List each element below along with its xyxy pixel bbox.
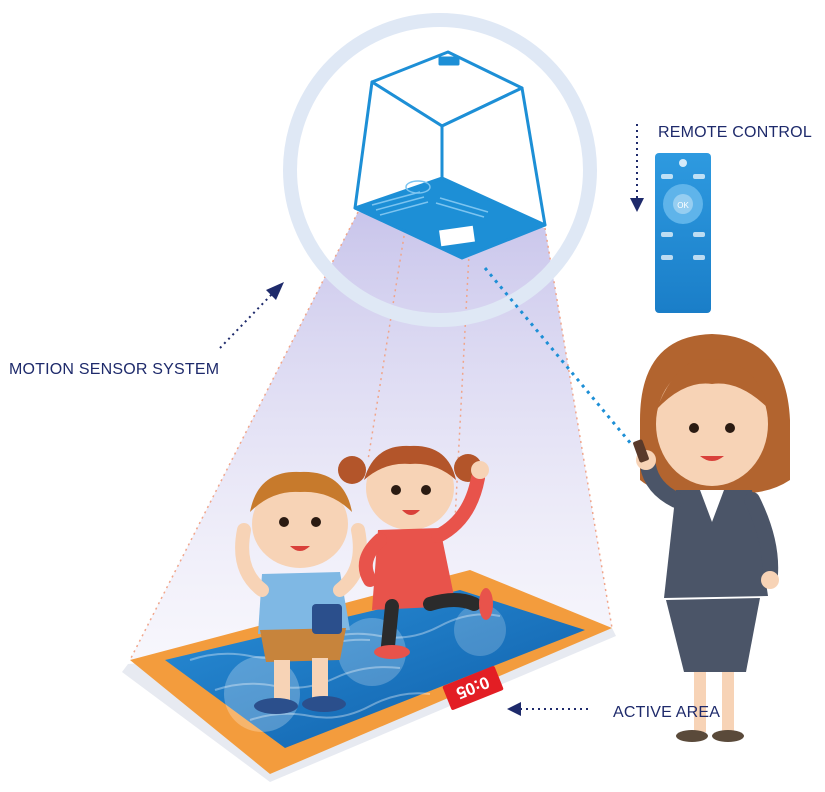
motion-sensor-system-label: MOTION SENSOR SYSTEM [9, 361, 220, 378]
remote-arrow [630, 124, 644, 212]
projection-beam [130, 212, 612, 660]
active-area-arrow [507, 702, 590, 716]
projector-halo-ring [283, 13, 597, 327]
remote-control-label: REMOTE CONTROL [658, 124, 812, 141]
girl-figure [338, 445, 493, 659]
timer-badge [442, 666, 504, 710]
projector-lens [439, 225, 475, 247]
beam-edge-lines [129, 211, 613, 661]
remote-ok-label: OK [677, 201, 689, 210]
projector-device [353, 50, 547, 260]
motion-sensor-arrow [219, 282, 284, 349]
remote-control-device [655, 153, 711, 313]
active-area-label: ACTIVE AREA [613, 704, 721, 721]
projector-vents [371, 180, 489, 218]
woman-figure [633, 334, 790, 742]
boy-figure [235, 471, 367, 714]
projected-game-mat [122, 570, 616, 782]
